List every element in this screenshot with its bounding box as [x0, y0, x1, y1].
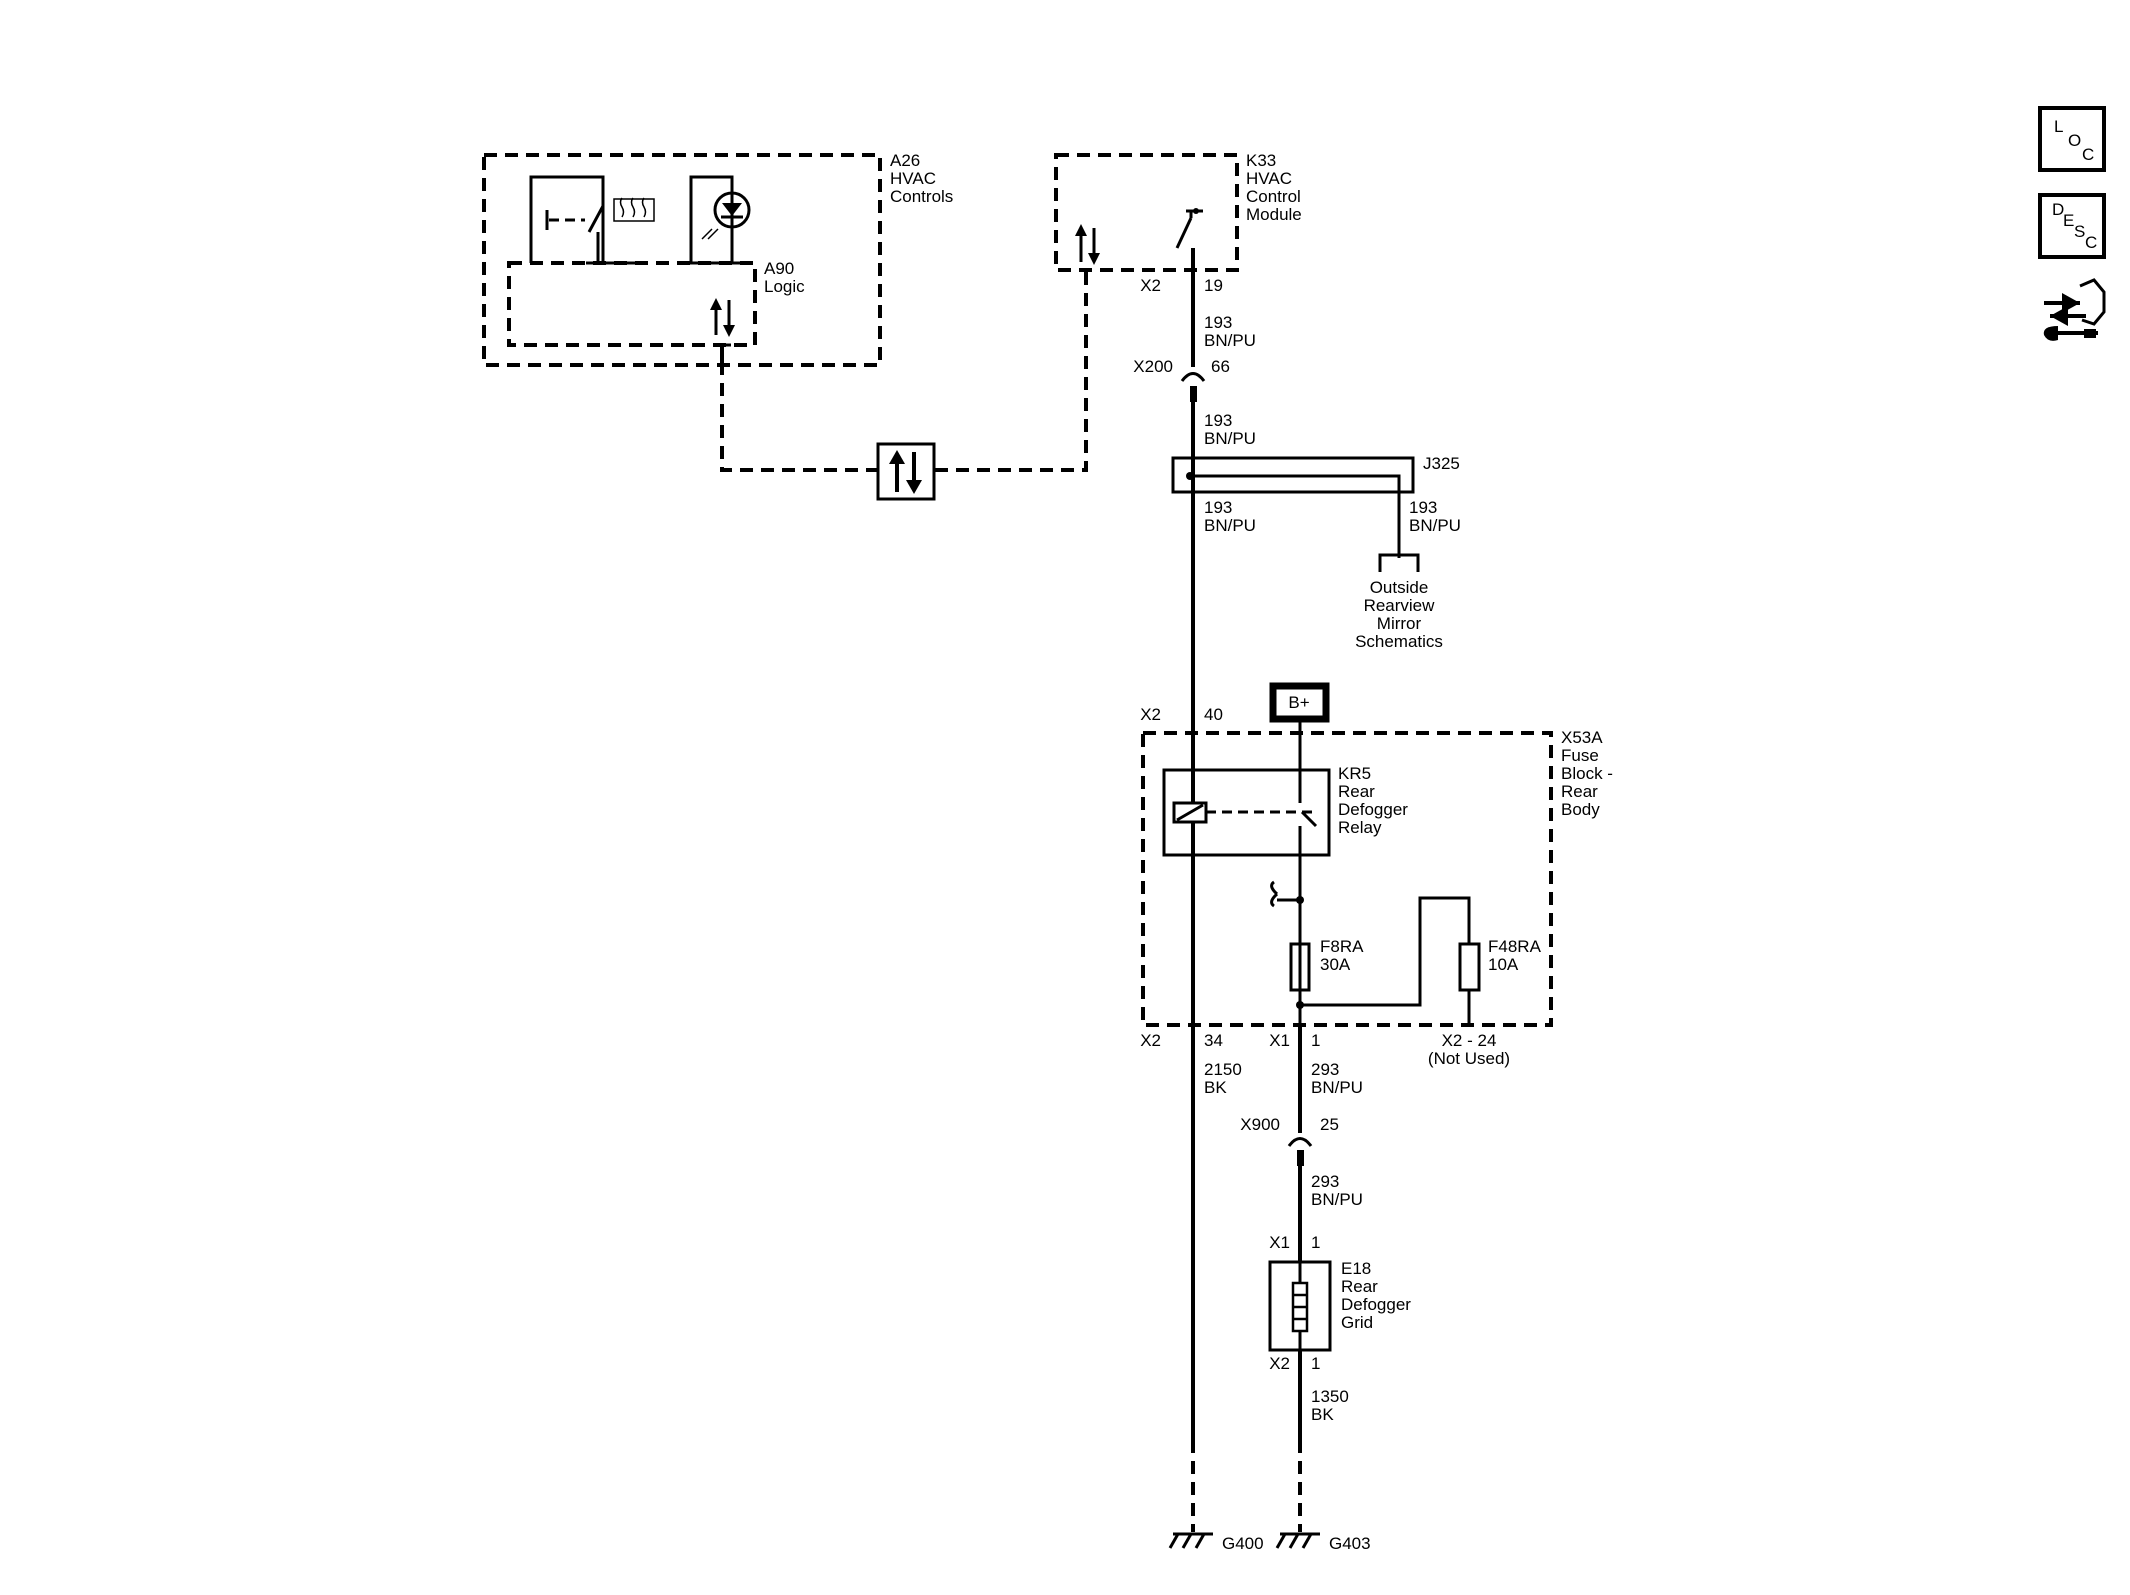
- k33-label-4: Module: [1246, 205, 1302, 224]
- f48ra-fuse: [1458, 942, 1481, 992]
- svg-text:D: D: [2052, 200, 2064, 219]
- diagnostic-connector-icon[interactable]: [2038, 276, 2108, 352]
- indicator-led: [686, 175, 751, 265]
- w193c-color: BN/PU: [1204, 516, 1256, 535]
- k33-conn: X2: [1140, 276, 1161, 295]
- f48ra-label-1: F48RA: [1488, 937, 1542, 956]
- e18-rear-defogger-grid: [1268, 1260, 1332, 1352]
- out-x2-conn: X2: [1140, 1031, 1161, 1050]
- a26-hvac-controls: [482, 153, 882, 367]
- ground-g403: [1275, 1440, 1320, 1549]
- a90-label-1: A90: [764, 259, 794, 278]
- w2150-num: 2150: [1204, 1060, 1242, 1079]
- e18-label-2: Rear: [1341, 1277, 1378, 1296]
- svg-text:C: C: [2082, 145, 2094, 164]
- serial-data-bus: [720, 270, 1088, 501]
- w2150-color: BK: [1204, 1078, 1227, 1097]
- serial-data-arrows-k33: [1075, 224, 1100, 265]
- w193d-color: BN/PU: [1409, 516, 1461, 535]
- mirror-label-3: Mirror: [1377, 614, 1422, 633]
- svg-text:E: E: [2063, 211, 2074, 230]
- e18-label-4: Grid: [1341, 1313, 1373, 1332]
- f8ra-label-2: 30A: [1320, 955, 1351, 974]
- f48ra-label-2: 10A: [1488, 955, 1519, 974]
- kr5-label-4: Relay: [1338, 818, 1382, 837]
- w193b-num: 193: [1204, 411, 1232, 430]
- kr5-label-3: Defogger: [1338, 800, 1408, 819]
- mirror-reference: [1378, 553, 1420, 572]
- svg-text:S: S: [2074, 222, 2085, 241]
- svg-text:O: O: [2068, 131, 2081, 150]
- circuit-293: [1287, 1025, 1313, 1262]
- kr5-rear-defogger-relay: [1162, 768, 1331, 945]
- x53a-label-5: Body: [1561, 800, 1600, 819]
- e18-x1-conn: X1: [1269, 1233, 1290, 1252]
- k33-label-3: Control: [1246, 187, 1301, 206]
- not-used-label-1: X2 - 24: [1442, 1031, 1497, 1050]
- w193d-num: 193: [1409, 498, 1437, 517]
- location-button[interactable]: L O C: [2038, 106, 2106, 172]
- out-x1-pin: 1: [1311, 1031, 1320, 1050]
- k33-label-1: K33: [1246, 151, 1276, 170]
- rear-defrost-icon: [613, 198, 655, 222]
- x53a-label-2: Fuse: [1561, 746, 1599, 765]
- description-button[interactable]: D E S C: [2038, 193, 2106, 259]
- e18-label-1: E18: [1341, 1259, 1371, 1278]
- x900-conn: X900: [1240, 1115, 1280, 1134]
- e18-x2-conn: X2: [1269, 1354, 1290, 1373]
- f8ra-label-1: F8RA: [1320, 937, 1364, 956]
- kr5-label-2: Rear: [1338, 782, 1375, 801]
- mirror-label-4: Schematics: [1355, 632, 1443, 651]
- svg-text:L: L: [2054, 117, 2063, 136]
- not-used-label-2: (Not Used): [1428, 1049, 1510, 1068]
- x53a-label-4: Rear: [1561, 782, 1598, 801]
- a26-label-2: HVAC: [890, 169, 936, 188]
- w193b-color: BN/PU: [1204, 429, 1256, 448]
- g400-label: G400: [1222, 1534, 1264, 1553]
- j325-splice: [1171, 456, 1415, 558]
- w1350-color: BK: [1311, 1405, 1334, 1424]
- x53a-label-3: Block -: [1561, 764, 1613, 783]
- rear-defrost-switch: [529, 175, 655, 265]
- k33-label-2: HVAC: [1246, 169, 1292, 188]
- battery-positive: [1269, 682, 1330, 770]
- e18-x1-pin: 1: [1311, 1233, 1320, 1252]
- w193a-color: BN/PU: [1204, 331, 1256, 350]
- w293b-color: BN/PU: [1311, 1190, 1363, 1209]
- serial-data-arrows-a90: [710, 298, 735, 337]
- k33-hvac-control-module: [1054, 153, 1239, 272]
- mirror-label-2: Rearview: [1364, 596, 1436, 615]
- out-x1-conn: X1: [1269, 1031, 1290, 1050]
- a90-label-2: Logic: [764, 277, 805, 296]
- x53a-fuse-block: [1141, 731, 1553, 1027]
- serial-data-icon: [876, 442, 936, 501]
- a26-label-3: Controls: [890, 187, 953, 206]
- j325-label: J325: [1423, 454, 1460, 473]
- w193c-num: 193: [1204, 498, 1232, 517]
- out-x2-pin: 34: [1204, 1031, 1223, 1050]
- w293a-color: BN/PU: [1311, 1078, 1363, 1097]
- w1350-num: 1350: [1311, 1387, 1349, 1406]
- kr5-conn: X2: [1140, 705, 1161, 724]
- k33-pin: 19: [1204, 276, 1223, 295]
- a26-label-1: A26: [890, 151, 920, 170]
- x53a-label-1: X53A: [1561, 728, 1603, 747]
- svg-text:C: C: [2085, 233, 2097, 252]
- x200-pin: 66: [1211, 357, 1230, 376]
- x900-pin: 25: [1320, 1115, 1339, 1134]
- w193a-num: 193: [1204, 313, 1232, 332]
- w293b-num: 293: [1311, 1172, 1339, 1191]
- kr5-pin: 40: [1204, 705, 1223, 724]
- e18-label-3: Defogger: [1341, 1295, 1411, 1314]
- kr5-label-1: KR5: [1338, 764, 1371, 783]
- w293a-num: 293: [1311, 1060, 1339, 1079]
- bplus-label: B+: [1288, 693, 1309, 712]
- ground-g400: [1168, 1440, 1213, 1549]
- e18-x2-pin: 1: [1311, 1354, 1320, 1373]
- circuit-193: [1180, 270, 1206, 1440]
- mirror-label-1: Outside: [1370, 578, 1429, 597]
- x200-conn: X200: [1133, 357, 1173, 376]
- g403-label: G403: [1329, 1534, 1371, 1553]
